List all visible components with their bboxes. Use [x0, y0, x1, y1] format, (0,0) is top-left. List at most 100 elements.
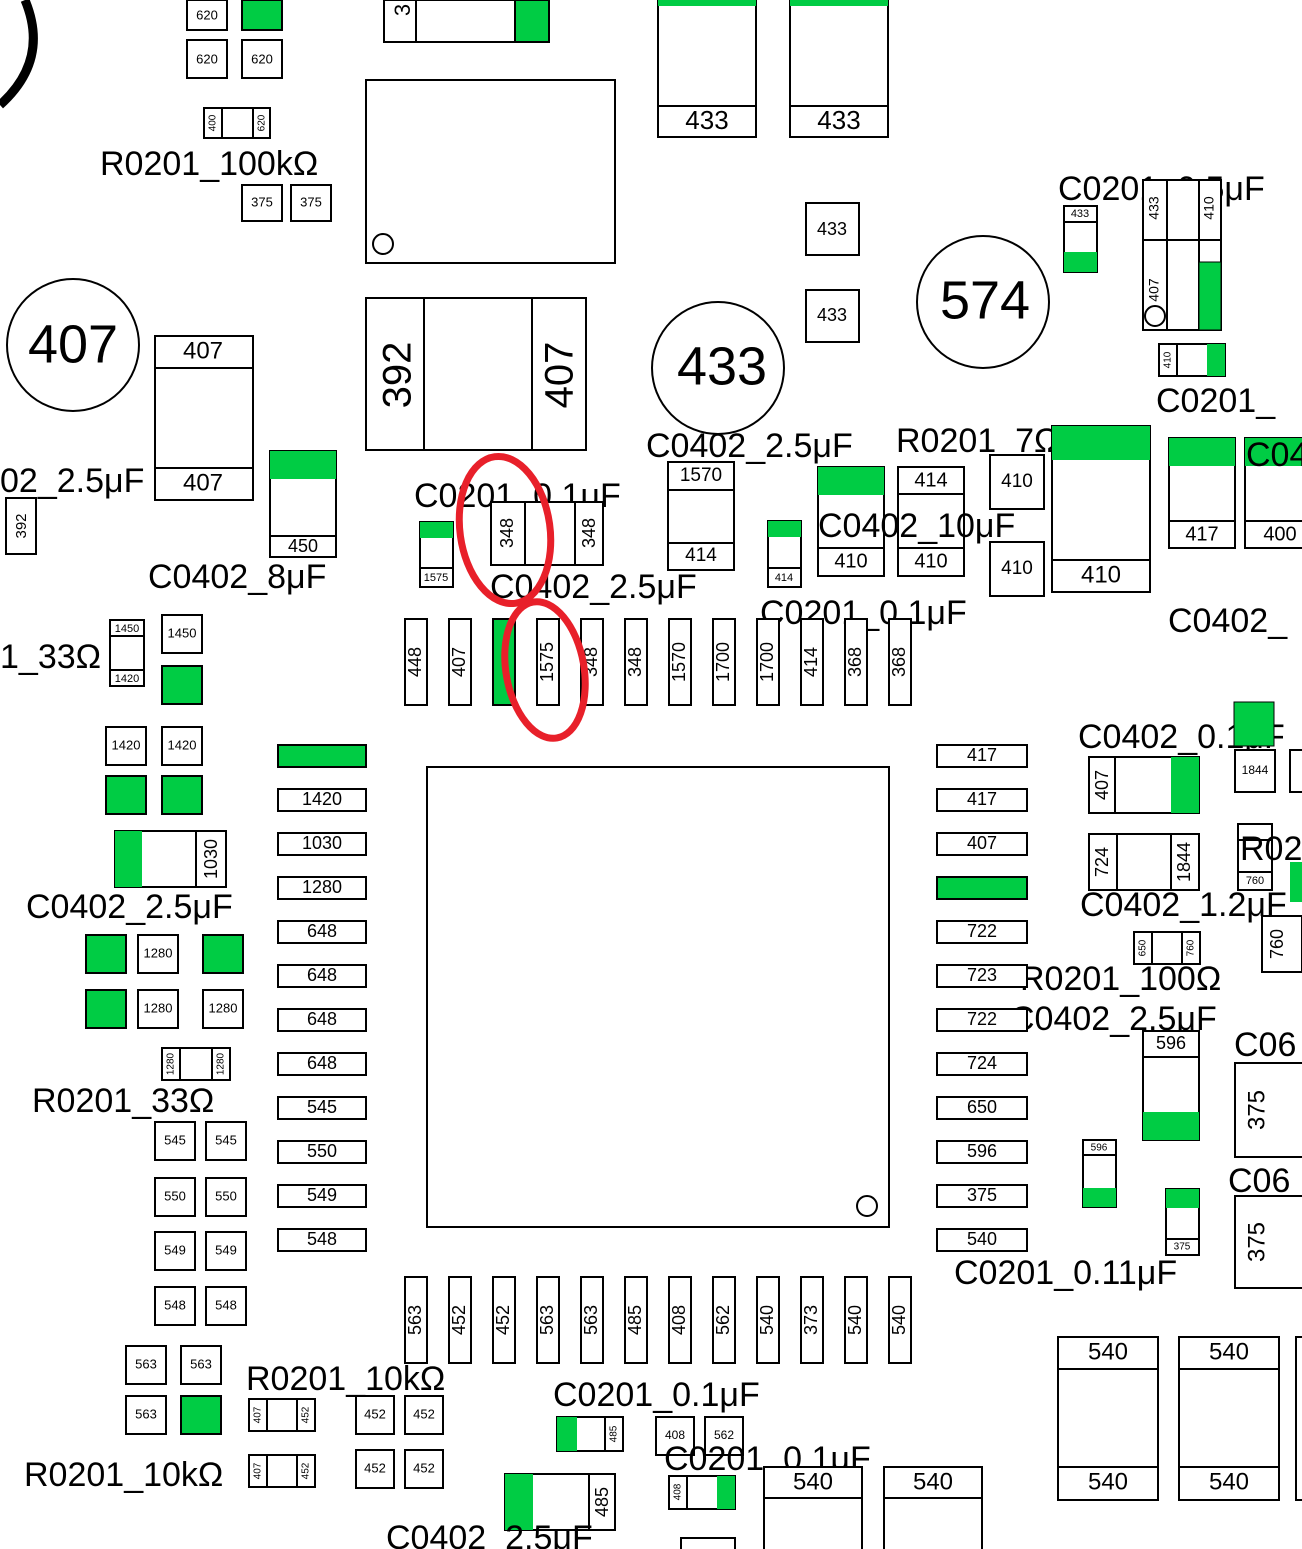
- svg-text:1280: 1280: [166, 1052, 177, 1075]
- component-label: R0201_100kΩ: [100, 145, 318, 183]
- svg-text:375: 375: [1243, 1090, 1270, 1130]
- via-407: 407: [6, 278, 140, 412]
- svg-text:485: 485: [609, 1425, 620, 1442]
- part-545-a: 545: [154, 1121, 196, 1161]
- pad-label: 562: [713, 1305, 733, 1335]
- pad-label: 407: [967, 833, 997, 853]
- component-label: R02: [1240, 830, 1302, 868]
- pad-label: 550: [307, 1141, 337, 1161]
- svg-text:1420: 1420: [112, 737, 141, 752]
- qfn-pad-top: [756, 618, 780, 706]
- svg-text:375: 375: [1174, 1242, 1191, 1253]
- part-408: 408: [655, 1416, 695, 1456]
- qfn-pad-left: [277, 1096, 367, 1120]
- svg-text:1450: 1450: [115, 623, 139, 635]
- via-433: 433: [651, 301, 785, 435]
- pin1-marker: [372, 233, 394, 255]
- part-550-b: 550: [205, 1177, 247, 1217]
- svg-text:596: 596: [1091, 1143, 1108, 1154]
- pad-label: 724: [967, 1053, 997, 1073]
- part-549-b: 549: [205, 1231, 247, 1271]
- pad-label: 452: [493, 1305, 513, 1335]
- svg-text:375: 375: [1243, 1222, 1270, 1262]
- via-574: 574: [916, 235, 1050, 369]
- pin1-marker: [856, 1195, 878, 1217]
- component-label: C0402_2.5μF: [646, 427, 853, 465]
- svg-text:452: 452: [301, 1462, 312, 1479]
- svg-text:620: 620: [251, 51, 273, 66]
- svg-text:550: 550: [164, 1188, 186, 1203]
- qfn-pad-top: [712, 618, 736, 706]
- svg-text:408: 408: [665, 1428, 685, 1442]
- svg-text:407: 407: [183, 469, 223, 496]
- qfn-pad-bottom: [888, 1276, 912, 1364]
- part-1450-1420: 1450 1420: [109, 619, 145, 687]
- svg-text:400: 400: [1263, 523, 1296, 545]
- part-563-c: 563: [125, 1395, 167, 1435]
- qfn-pad-bottom: [448, 1276, 472, 1364]
- component-label: C0402_2.5μF: [386, 1519, 593, 1549]
- part-650-760: 650 760: [1133, 931, 1201, 965]
- svg-text:540: 540: [913, 1468, 953, 1495]
- part-452-b: 452: [404, 1395, 444, 1435]
- pad-label: 540: [845, 1305, 865, 1335]
- svg-text:574: 574: [940, 270, 1030, 330]
- pad-label: 417: [967, 789, 997, 809]
- board-arc: [0, 0, 38, 109]
- svg-text:348: 348: [497, 518, 517, 548]
- qfn-pad-left: [277, 920, 367, 944]
- qfn-pad-bottom: [756, 1276, 780, 1364]
- part-410-433-block: 433 410 407: [1142, 179, 1222, 331]
- qfn-pad-top: [536, 618, 560, 706]
- qfn-pad-left: [277, 1008, 367, 1032]
- part-620-a: 620: [186, 0, 228, 31]
- pad-label: 563: [405, 1305, 425, 1335]
- pad-label: 1420: [302, 789, 342, 809]
- svg-text:1575: 1575: [424, 572, 448, 584]
- pad-label: 417: [967, 745, 997, 765]
- pad-label: 414: [801, 647, 821, 677]
- qfn-pad-top: [404, 618, 428, 706]
- highlight-ring: [501, 598, 589, 742]
- part-562: 562: [704, 1416, 744, 1456]
- svg-text:760: 760: [1246, 875, 1264, 887]
- pad-label: 723: [967, 965, 997, 985]
- pad-label: 596: [967, 1141, 997, 1161]
- pad-label: 1700: [757, 642, 777, 682]
- qfn-pad-right: [936, 1008, 1028, 1032]
- part-1280-d: 1280 1280: [161, 1047, 231, 1081]
- component-label: C0201_: [1156, 382, 1276, 420]
- svg-text:433: 433: [817, 305, 847, 325]
- part-1280-a: 1280: [137, 934, 179, 974]
- svg-text:540: 540: [1209, 1468, 1249, 1495]
- part-348-1570: 1570 414: [667, 461, 735, 571]
- part-1420-b: 1420: [161, 726, 203, 766]
- component-label: C06: [1234, 1026, 1296, 1064]
- pad-label: 373: [801, 1305, 821, 1335]
- pad-label: 650: [967, 1097, 997, 1117]
- part-563-b: 563: [180, 1345, 222, 1385]
- part-433-e: 433: [1063, 205, 1098, 273]
- qfn-pad-left: [277, 876, 367, 900]
- qfn-pad-top: [844, 618, 868, 706]
- svg-text:540: 540: [793, 1468, 833, 1495]
- part-410-small: 410: [1158, 343, 1226, 377]
- pad-label: 545: [307, 1097, 337, 1117]
- part-407-right: 407: [1088, 756, 1200, 814]
- svg-text:375: 375: [251, 194, 273, 209]
- svg-text:407: 407: [253, 1462, 264, 1479]
- part-620-b: 620: [186, 39, 228, 79]
- part-724-1844: 724 1844: [1088, 833, 1200, 891]
- svg-text:400: 400: [208, 114, 219, 131]
- pad-label: 722: [967, 1009, 997, 1029]
- pad-label: 348: [625, 647, 645, 677]
- pad-label: 648: [307, 921, 337, 941]
- part-452-a: 452: [355, 1395, 395, 1435]
- qfn-pad-right: [936, 744, 1028, 768]
- svg-text:548: 548: [164, 1297, 186, 1312]
- svg-text:410: 410: [1001, 471, 1033, 492]
- qfn-pad-bottom: [800, 1276, 824, 1364]
- pad-label: 452: [449, 1305, 469, 1335]
- pad-label: 368: [889, 647, 909, 677]
- svg-text:410: 410: [1201, 196, 1217, 220]
